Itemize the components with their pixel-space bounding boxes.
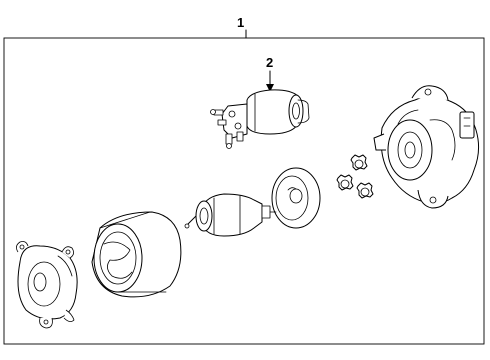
callout-2: 2 [266, 55, 274, 92]
armature [184, 193, 277, 237]
solenoid [210, 89, 310, 149]
planetary-gear-1 [350, 154, 368, 171]
yoke-housing [91, 211, 182, 298]
callout-1-label: 1 [237, 15, 244, 30]
callout-1: 1 [237, 15, 247, 39]
diagram-frame [3, 37, 485, 345]
callout-2-label: 2 [266, 55, 273, 70]
starter-housing [373, 85, 480, 209]
planetary-disc [271, 167, 321, 229]
drive-end-frame [16, 241, 78, 329]
callout-2-arrowhead [266, 84, 274, 92]
planetary-gears [336, 154, 374, 199]
planetary-gear-3 [356, 182, 374, 199]
planetary-gear-2 [336, 174, 354, 191]
